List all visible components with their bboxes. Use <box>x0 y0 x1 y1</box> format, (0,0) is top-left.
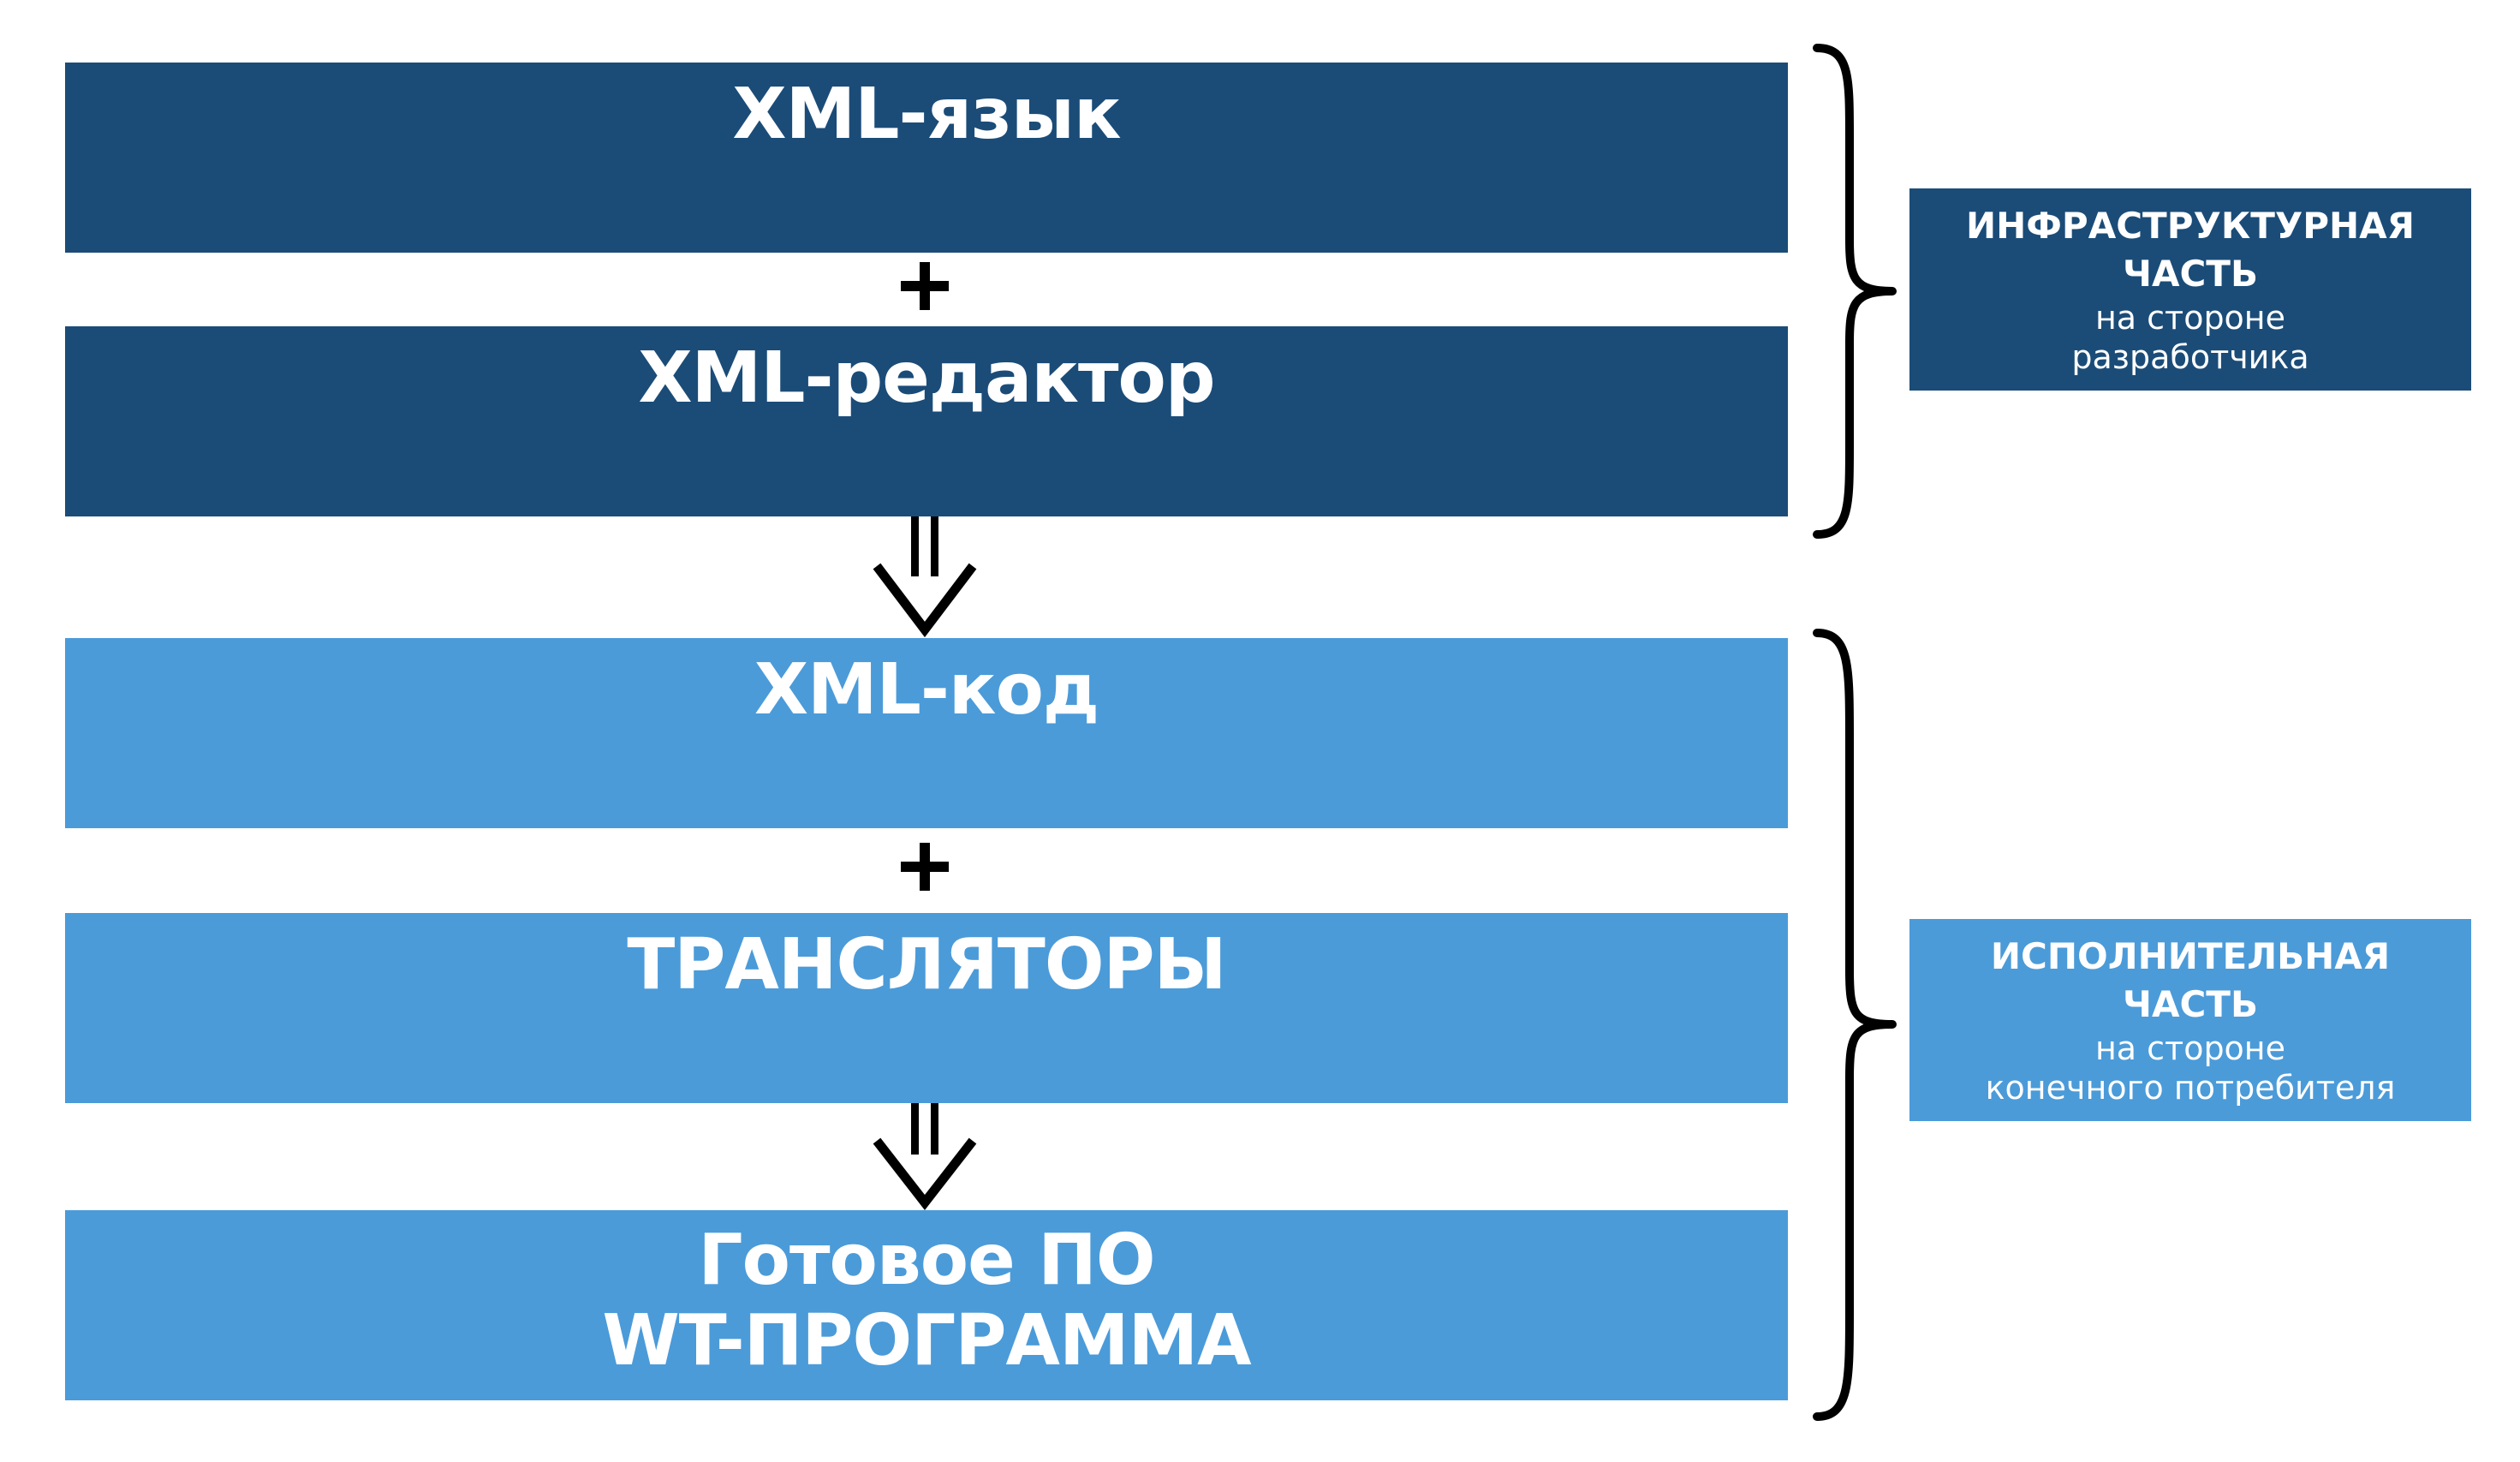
block-final-software-line2: WT-ПРОГРАММА <box>602 1300 1251 1382</box>
double-down-arrow-icon <box>873 1103 977 1210</box>
infrastructure-part-box: ИНФРАСТРУКТУРНАЯ ЧАСТЬ на стороне разраб… <box>1909 188 2471 391</box>
curly-brace-icon <box>1813 629 1897 1421</box>
execution-part-title-line1: ИСПОЛНИТЕЛЬНАЯ <box>1990 935 2391 977</box>
infrastructure-part-subtitle-line2: разработчика <box>2071 338 2309 376</box>
plus-icon <box>901 843 949 891</box>
infrastructure-part-title-line1: ИНФРАСТРУКТУРНАЯ <box>1965 205 2415 247</box>
block-xml-language-label: XML-язык <box>732 74 1121 155</box>
block-xml-code: XML-код <box>65 638 1788 828</box>
execution-part-title-line2: ЧАСТЬ <box>2123 983 2258 1025</box>
curly-brace-icon <box>1813 44 1897 539</box>
block-translators-label: ТРАНСЛЯТОРЫ <box>627 924 1226 1005</box>
infrastructure-part-title-line2: ЧАСТЬ <box>2123 253 2258 295</box>
block-xml-editor-label: XML-редактор <box>638 337 1215 419</box>
execution-part-subtitle-line2: конечного потребителя <box>1985 1069 2396 1107</box>
block-final-software-line1: Готовое ПО <box>698 1220 1155 1301</box>
block-translators: ТРАНСЛЯТОРЫ <box>65 913 1788 1103</box>
execution-part-box: ИСПОЛНИТЕЛЬНАЯ ЧАСТЬ на стороне конечног… <box>1909 919 2471 1121</box>
block-xml-language: XML-язык <box>65 63 1788 253</box>
plus-icon <box>901 262 949 310</box>
execution-part-subtitle-line1: на стороне <box>2094 1029 2286 1067</box>
block-xml-editor: XML-редактор <box>65 326 1788 516</box>
block-final-software: Готовое ПО WT-ПРОГРАММА <box>65 1210 1788 1400</box>
infrastructure-part-subtitle-line1: на стороне <box>2094 299 2286 337</box>
block-xml-code-label: XML-код <box>754 649 1099 731</box>
double-down-arrow-icon <box>873 516 977 638</box>
